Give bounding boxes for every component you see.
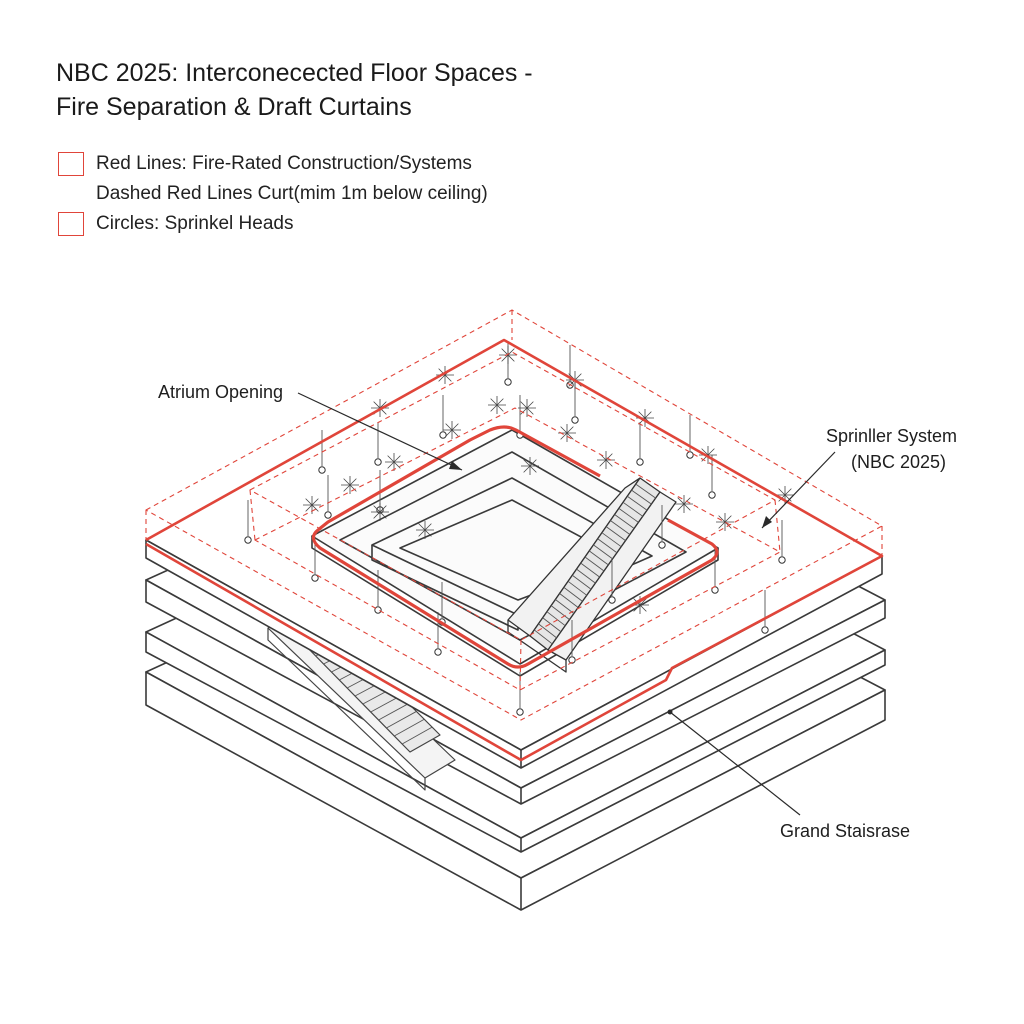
- fire-rated-perimeter: [145, 338, 884, 762]
- escalator-tread: [618, 508, 639, 523]
- callout-sprinkler-line-2: (NBC 2025): [851, 452, 946, 472]
- sprinkler-head: [636, 458, 644, 466]
- callout-sprinkler-line-1: Sprinller System: [826, 426, 957, 446]
- sprinkler-spray-icon: [499, 346, 517, 364]
- sprinkler-spray-icon: [371, 503, 389, 521]
- legend-label: Dashed Red Lines Curt(mim 1m below ceili…: [96, 183, 488, 204]
- escalator-tread: [576, 568, 596, 584]
- escalator-tread: [631, 489, 652, 505]
- escalator-tread: [559, 593, 579, 608]
- legend-swatch-red-box: [58, 152, 84, 176]
- sprinkler-spray-icon: [521, 457, 539, 475]
- sprinkler-head: [374, 458, 382, 466]
- sprinkler-head: [568, 656, 576, 664]
- escalator-tread: [584, 556, 605, 572]
- sprinkler-head: [311, 574, 319, 582]
- leader-stair: [669, 711, 801, 816]
- sprinkler-head: [571, 416, 579, 424]
- stair-tread: [378, 703, 409, 721]
- escalator-tread: [610, 520, 631, 535]
- escalator-tread: [546, 611, 566, 627]
- sprinkler-spray-icon: [488, 396, 506, 414]
- stair-tread: [386, 711, 417, 729]
- escalator-tread: [627, 495, 648, 511]
- sprinkler-spray-icon: [416, 521, 434, 539]
- sprinkler-head: [608, 596, 616, 604]
- escalator-tread: [563, 587, 583, 602]
- title-line-1: NBC 2025: Interconecected Floor Spaces -: [56, 59, 533, 87]
- sprinkler-spray-icon: [675, 495, 693, 513]
- diagram-title: NBC 2025: Interconecected Floor Spaces -…: [56, 56, 533, 124]
- sprinkler-spray-icon: [443, 421, 461, 439]
- leader-atrium: [297, 392, 463, 471]
- sprinkler-head: [686, 451, 694, 459]
- escalator-tread: [555, 599, 575, 614]
- escalator-tread: [614, 514, 635, 529]
- sprinkler-head: [318, 466, 326, 474]
- sprinkler-head: [439, 431, 447, 439]
- sprinkler-head: [324, 511, 332, 519]
- escalator-tread: [622, 501, 644, 517]
- sprinkler-head: [434, 648, 442, 656]
- draft-curtains: [145, 309, 883, 721]
- fire-rated-atrium-enclosure: [311, 425, 719, 669]
- legend-swatch-red-box: [58, 212, 84, 236]
- sprinkler-spray-icon: [518, 399, 536, 417]
- sprinkler-head: [761, 626, 769, 634]
- escalator-tread: [567, 580, 588, 596]
- legend-label: Red Lines: Fire-Rated Construction/Syste…: [96, 153, 472, 174]
- leader-sprinkler: [761, 451, 836, 529]
- stair-tread: [401, 726, 433, 745]
- escalator-tread: [538, 623, 557, 639]
- escalator-tread: [593, 544, 613, 560]
- escalator-tread: [635, 483, 656, 499]
- sprinkler-head: [778, 556, 786, 564]
- sprinkler-spray-icon: [385, 453, 403, 471]
- escalator-tread: [588, 550, 609, 566]
- sprinkler-head: [244, 536, 252, 544]
- escalator-tread: [580, 562, 600, 578]
- escalator-tread: [550, 605, 570, 620]
- escalator-tread: [533, 629, 553, 645]
- sprinkler-spray-icon: [341, 476, 359, 494]
- sprinkler-head: [708, 491, 716, 499]
- sprinkler-head: [504, 378, 512, 386]
- sprinkler-spray-icon: [716, 513, 734, 531]
- sprinkler-head: [658, 541, 666, 549]
- callout-atrium-opening: Atrium Opening: [158, 382, 283, 402]
- escalator-tread: [601, 532, 622, 548]
- callout-grand-staircase: Grand Staisrase: [780, 821, 910, 841]
- title-line-2: Fire Separation & Draft Curtains: [56, 93, 412, 121]
- escalator-tread: [605, 526, 626, 541]
- sprinkler-head: [374, 606, 382, 614]
- legend-label: Circles: Sprinkel Heads: [96, 213, 294, 234]
- escalator-tread: [572, 574, 592, 590]
- sprinkler-head: [516, 708, 524, 716]
- escalator-tread: [597, 538, 618, 554]
- escalator-tread: [542, 617, 562, 633]
- stair-tread: [394, 718, 425, 737]
